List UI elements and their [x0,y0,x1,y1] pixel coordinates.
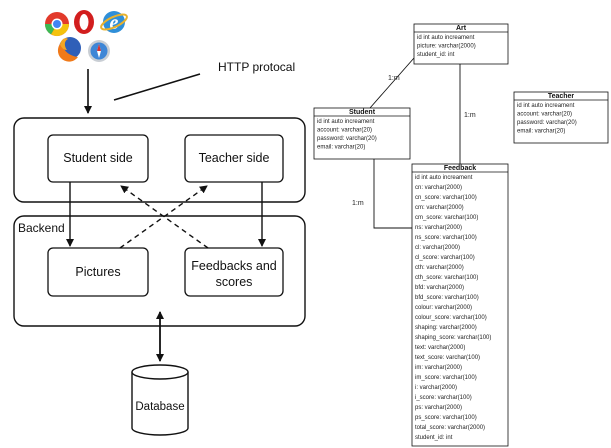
student-side-label: Student side [63,151,133,165]
teacher-field: email: varchar(20) [517,129,565,135]
feedbacks-label-line1: Feedbacks and [191,259,277,273]
student-field: account: varchar(20) [317,128,372,134]
student-field: id int auto increament [317,119,375,125]
database-cylinder [131,364,189,436]
art-field: student_id: int [417,52,455,58]
feedback-field: im: varchar(2000) [415,365,462,371]
http-pointer-line [113,73,201,101]
student-feedback-multiplicity: 1:m [352,200,364,207]
art-feedback-multiplicity: 1:m [464,112,476,119]
art-field: picture: varchar(2000) [417,44,476,50]
svg-text:e: e [110,12,119,34]
teacher-side-label: Teacher side [199,151,270,165]
feedback-field: colour_score: varchar(100) [415,315,487,321]
browser-icons: e [45,10,128,62]
feedback-field: cth_score: varchar(100) [415,275,478,281]
pictures-label: Pictures [75,265,120,279]
feedback-field: im_score: varchar(100) [415,375,477,381]
student-side-box [47,134,149,183]
feedback-field: cl: varchar(2000) [415,245,460,251]
teacher-table-title: Teacher [548,93,575,100]
feedback-field: total_score: varchar(2000) [415,425,485,431]
feedback-field: cm: varchar(2000) [415,205,464,211]
feedback-field: ns_score: varchar(100) [415,235,477,241]
pictures-box [47,247,149,297]
teacher-field: password: varchar(20) [517,120,577,126]
student-feedback-relation [373,159,412,229]
backend-label: Backend [18,221,65,235]
database-label: Database [135,401,184,413]
safari-icon [88,40,110,62]
art-table: Art id int auto increament picture: varch… [413,23,509,65]
feedback-field: student_id: int [415,435,453,441]
art-field: id int auto increament [417,35,475,41]
feedback-field: colour: varchar(2000) [415,305,472,311]
student-field: password: varchar(20) [317,136,377,142]
feedback-field: text_score: varchar(100) [415,355,480,361]
feedback-field: bfd: varchar(2000) [415,285,464,291]
feedback-field: i_score: varchar(100) [415,395,472,401]
art-table-title: Art [456,25,467,32]
feedback-field: cth: varchar(2000) [415,265,464,271]
teacher-field: id int auto increament [517,103,575,109]
feedback-field: ps_score: varchar(100) [415,415,477,421]
teacher-side-box [184,134,284,183]
teacher-table: Teacher id int auto increament account: v… [513,91,609,144]
student-art-relation [369,57,415,109]
feedback-field: cl_score: varchar(100) [415,255,475,261]
feedback-field: bfd_score: varchar(100) [415,295,479,301]
feedback-field: ns: varchar(2000) [415,225,462,231]
feedbacks-box [184,247,284,297]
feedback-field: text: varchar(2000) [415,345,465,351]
feedback-field: shaping: varchar(2000) [415,325,477,331]
feedback-field: cm_score: varchar(100) [415,215,478,221]
student-art-multiplicity: 1:m [388,75,400,82]
feedbacks-label-line2: scores [216,275,253,289]
feedback-table-title: Feedback [444,165,476,172]
firefox-icon [57,37,81,62]
student-field: email: varchar(20) [317,145,365,151]
http-protocol-label: HTTP protocal [218,60,295,74]
student-table: Student id int auto increament account: v… [313,107,411,160]
opera-icon [74,10,94,34]
feedback-field: id int auto increament [415,175,473,181]
feedback-field: i: varchar(2000) [415,385,457,391]
feedback-field: cn: varchar(2000) [415,185,462,191]
feedback-field: ps: varchar(2000) [415,405,462,411]
feedback-table: Feedback id int auto increament cn: varch… [411,163,509,447]
feedback-field: cn_score: varchar(100) [415,195,477,201]
student-table-title: Student [349,109,376,116]
ie-icon: e [100,11,128,34]
chrome-icon [45,12,69,37]
client-container [13,117,306,203]
feedback-field: shaping_score: varchar(100) [415,335,491,341]
teacher-field: account: varchar(20) [517,112,572,118]
